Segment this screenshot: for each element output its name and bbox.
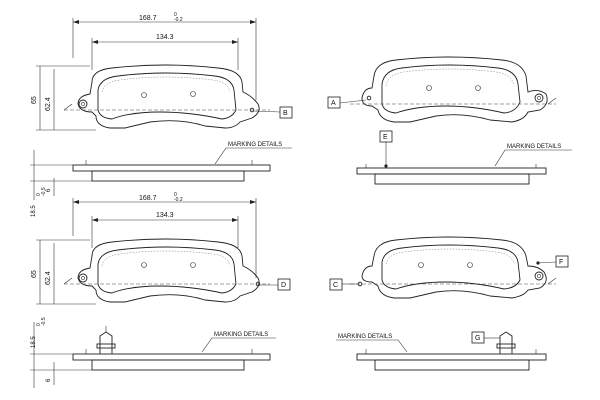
pad-side-view-upper-right: E MARKING DETAILS	[356, 130, 572, 185]
overall-width-label-lower: 168.7	[139, 195, 157, 202]
tag-d-label: D	[281, 282, 286, 289]
thickness-tolerance-upper: 0-0.5	[36, 187, 47, 196]
pad-front-view-top-left: 168.7 0-0.2 134.3 65 62.4 B	[31, 12, 293, 131]
pad-side-view-upper-left: 18.5 0-0.5 6 MARKING DETAILS	[30, 142, 292, 217]
inner-width-label-lower: 134.3	[156, 212, 174, 219]
height-inner-label: 62.4	[45, 97, 52, 111]
tag-d-box	[277, 278, 291, 291]
pad-front-view-top-right: A	[327, 56, 557, 123]
pad-front-view-lower-right: C F	[329, 236, 569, 299]
overall-width-tolerance-lower: 0-0.2	[174, 192, 183, 203]
tag-e-box	[379, 130, 393, 143]
tag-g-box	[471, 331, 485, 344]
pad-side-view-lower-right: G MARKING DETAILS	[336, 331, 547, 371]
pad-front-view-lower-left: 168.7 0-0.2 134.3 65 62.4 D	[31, 192, 291, 305]
tag-b-label: B	[283, 110, 288, 117]
overall-width-label: 168.7	[139, 15, 157, 22]
marking-details-lower-left: MARKING DETAILS	[214, 332, 268, 338]
tag-g-label: G	[475, 335, 480, 342]
tag-a-box	[327, 96, 341, 109]
height-outer-label-lower: 65	[31, 270, 38, 278]
pad-side-view-lower-left: 18.5 0-0.5 6 MARKING DETAILS	[30, 317, 276, 388]
thickness-label-upper: 18.5	[31, 205, 37, 217]
tag-a-label: A	[331, 100, 336, 107]
inner-width-label: 134.3	[156, 34, 174, 41]
thickness-label-lower: 18.5	[31, 336, 37, 348]
backplate-label-upper: 6	[46, 188, 52, 192]
marking-details-lower-right: MARKING DETAILS	[338, 334, 392, 340]
height-inner-label-lower: 62.4	[45, 271, 52, 285]
overall-width-tolerance: 0-0.2	[174, 12, 183, 23]
backplate-label-lower: 6	[46, 378, 52, 382]
tag-f-box	[555, 255, 569, 268]
tag-c-box	[329, 278, 343, 291]
thickness-tolerance-lower: 0-0.5	[36, 317, 47, 326]
tag-b-box	[279, 106, 293, 119]
tag-e-label: E	[383, 134, 388, 141]
marking-details-upper-right: MARKING DETAILS	[507, 144, 561, 150]
height-outer-label: 65	[31, 96, 38, 104]
tag-c-label: C	[333, 282, 338, 289]
tag-f-label: F	[559, 259, 563, 266]
marking-details-upper-left: MARKING DETAILS	[228, 142, 282, 148]
